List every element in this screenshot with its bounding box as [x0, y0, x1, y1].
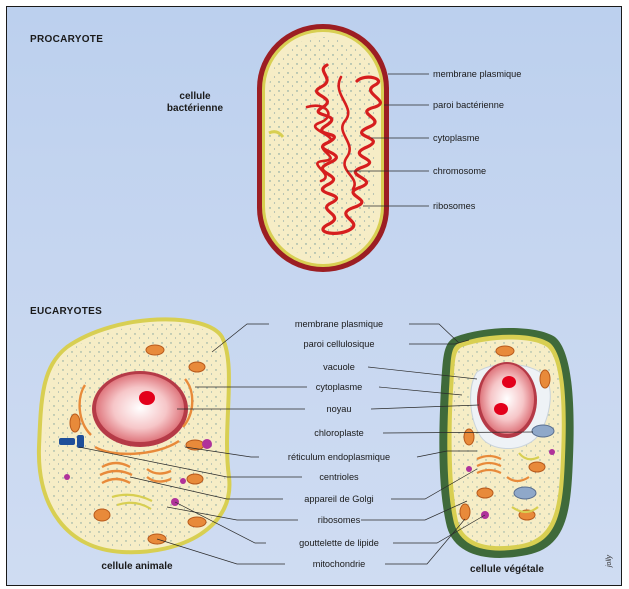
label-bacterial-wall: paroi bactérienne — [433, 100, 504, 110]
label-bacterial-chromosome: chromosome — [433, 166, 486, 176]
animal-cell-caption: cellule animale — [101, 561, 173, 572]
animal-nucleolus — [139, 391, 155, 405]
label-mitochondria: mitochondrie — [313, 559, 366, 569]
label-lipid-droplet: gouttelette de lipide — [299, 538, 379, 548]
eukaryote-title: EUCARYOTES — [30, 306, 102, 317]
plant-cell-caption: cellule végétale — [470, 564, 544, 575]
label-bacterial-plasma-membrane: membrane plasmique — [433, 69, 521, 79]
artist-signature: jolly — [606, 554, 613, 568]
label-bacterial-cytoplasm: cytoplasme — [433, 133, 479, 143]
label-golgi: appareil de Golgi — [304, 494, 373, 504]
bacterial-cell — [257, 24, 389, 272]
label-centrioles: centrioles — [319, 472, 359, 482]
label-vacuole: vacuole — [323, 362, 355, 372]
cell-diagram: PROCARYOTE EUCARYOTES cellule bactérienn… — [7, 7, 621, 585]
bacterial-cell-caption-line2: bactérienne — [167, 103, 224, 114]
animal-centriole-a — [59, 438, 75, 445]
label-nucleus: noyau — [326, 404, 351, 414]
bacterial-cell-caption-line1: cellule — [179, 91, 211, 102]
label-bacterial-ribosomes: ribosomes — [433, 201, 476, 211]
plant-nucleus — [480, 364, 534, 434]
label-endoplasmic-reticulum: réticulum endoplasmique — [288, 452, 390, 462]
animal-cell — [39, 319, 230, 552]
animal-centriole-b — [77, 435, 84, 448]
label-plasma-membrane: membrane plasmique — [295, 319, 383, 329]
animal-nucleus — [96, 374, 184, 442]
label-chloroplast: chloroplaste — [314, 428, 364, 438]
prokaryote-title: PROCARYOTE — [30, 34, 103, 45]
label-cytoplasm: cytoplasme — [316, 382, 362, 392]
label-cellulose-wall: paroi cellulosique — [304, 339, 375, 349]
plant-nucleolus-a — [502, 376, 516, 388]
plant-cell — [439, 328, 573, 558]
diagram-frame: PROCARYOTE EUCARYOTES cellule bactérienn… — [6, 6, 622, 586]
label-ribosomes: ribosomes — [318, 515, 361, 525]
plant-nucleolus-b — [494, 403, 508, 415]
